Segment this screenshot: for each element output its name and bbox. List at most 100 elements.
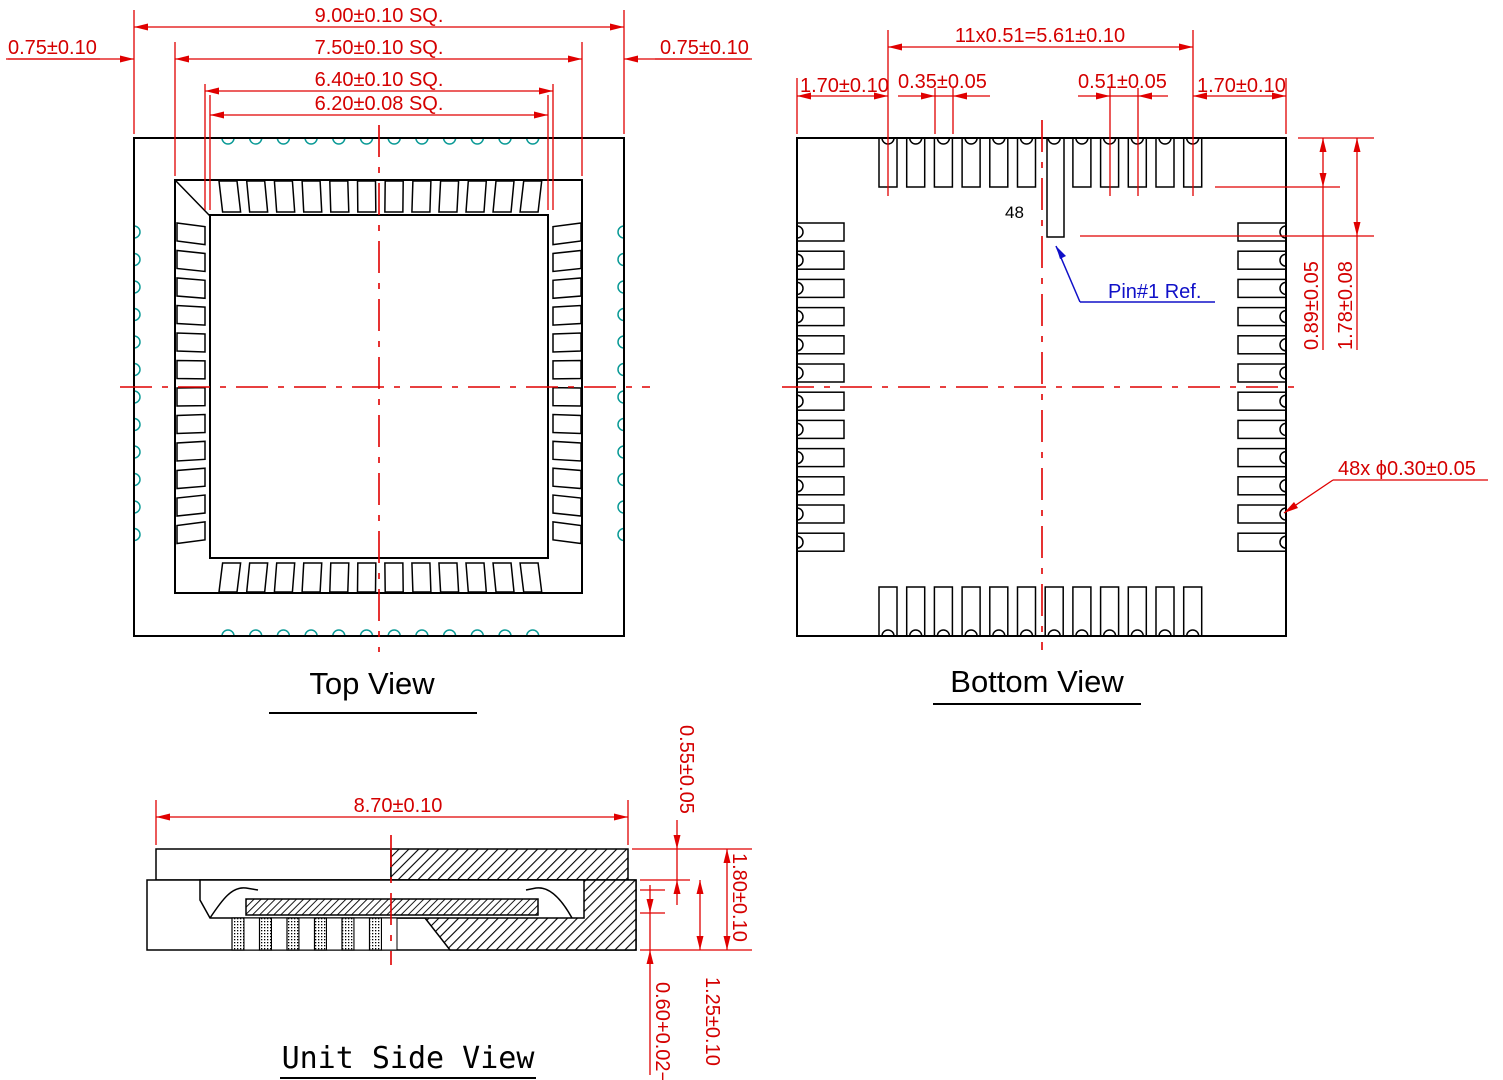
side-view-cavity-fillet-right — [525, 887, 573, 919]
bottom-hole-top — [1075, 137, 1089, 145]
bottom-hole-bottom — [1185, 629, 1200, 637]
top-lead-right — [552, 304, 582, 326]
bottom-hole-bottom — [992, 629, 1006, 637]
top-castellation-bottom — [470, 629, 485, 637]
top-castellation-right — [617, 500, 625, 514]
top-lead-right — [552, 467, 582, 490]
bottom-pad-left — [796, 447, 845, 468]
side-pin-gap — [271, 917, 288, 951]
top-view-title: Top View — [309, 666, 435, 701]
top-castellation-top — [470, 137, 485, 145]
bottom-view-title: Bottom View — [950, 664, 1124, 699]
pin1-ref-callout — [1055, 245, 1215, 303]
top-castellation-left — [133, 417, 141, 432]
bottom-pad-left — [796, 532, 845, 552]
top-castellation-right — [617, 307, 625, 322]
top-castellation-left — [133, 307, 141, 322]
top-lead-bottom — [465, 562, 488, 593]
top-castellation-bottom — [276, 629, 291, 637]
top-castellation-left — [133, 252, 141, 267]
top-castellation-left — [133, 527, 141, 542]
bottom-pad-right — [1237, 447, 1287, 468]
top-castellation-left — [133, 280, 141, 294]
bottom-pad-right — [1237, 532, 1287, 552]
top-lead-left — [176, 494, 206, 517]
top-lead-left — [176, 359, 206, 380]
top-castellation-bottom — [221, 629, 235, 637]
bottom-hole-right — [1279, 394, 1287, 408]
top-lead-top — [245, 180, 269, 213]
top-castellation-top — [359, 137, 374, 145]
side-pin-gap — [243, 917, 260, 951]
top-castellation-top — [525, 137, 540, 145]
bottom-hole-bottom — [1075, 629, 1089, 637]
top-castellation-bottom — [525, 629, 540, 637]
top-castellation-bottom — [248, 629, 263, 637]
pin1-ref-label: Pin#1 Ref. — [1108, 281, 1201, 303]
bottom-pad-bottom — [878, 586, 898, 637]
bottom-view-dim-pitch-total: 11x0.51=5.61±0.10 — [955, 25, 1125, 47]
top-lead-bottom — [356, 562, 377, 593]
side-view-dim-body-height: 1.25±0.10 — [701, 977, 723, 1066]
bottom-hole-right — [1279, 309, 1287, 324]
bottom-hole-top — [1158, 137, 1172, 145]
bottom-hole-right — [1279, 507, 1287, 521]
side-pin — [341, 917, 355, 951]
top-castellation-top — [498, 137, 512, 145]
top-castellation-top — [248, 137, 263, 145]
top-castellation-right — [617, 417, 625, 432]
bottom-pad-left — [796, 306, 845, 327]
top-lead-bottom — [301, 562, 323, 593]
bottom-hole-right — [1279, 366, 1287, 380]
bottom-hole-left — [796, 422, 804, 437]
top-castellation-bottom — [415, 629, 429, 637]
top-castellation-right — [617, 472, 625, 487]
side-pin — [258, 917, 273, 951]
bottom-hole-right — [1279, 338, 1287, 352]
side-pin-gap — [381, 917, 398, 951]
top-castellation-left — [133, 500, 141, 514]
bottom-pad-left — [796, 335, 845, 355]
bottom-pad-left — [796, 504, 845, 524]
bottom-hole-bottom — [964, 629, 978, 637]
top-castellation-top — [332, 137, 346, 145]
top-lead-top — [384, 180, 404, 213]
bottom-pad-right — [1237, 363, 1287, 383]
top-castellation-bottom — [387, 629, 401, 637]
bottom-pad-top — [1072, 137, 1092, 188]
bottom-pad-top — [905, 137, 926, 188]
top-castellation-left — [133, 362, 141, 377]
top-lead-top — [465, 180, 488, 213]
bottom-hole-right — [1279, 422, 1287, 437]
bottom-pad-top — [1155, 137, 1175, 188]
bottom-pad-top — [1127, 137, 1148, 188]
top-lead-left — [176, 222, 206, 246]
top-lead-left — [176, 413, 206, 435]
top-castellation-top — [304, 137, 318, 145]
bottom-hole-bottom — [1102, 629, 1117, 637]
top-castellation-right — [617, 280, 625, 294]
bottom-hole-bottom — [1130, 629, 1145, 637]
bottom-hole-bottom — [1158, 629, 1172, 637]
side-pin — [313, 917, 328, 951]
top-view-dim-cavity: 6.40±0.10 SQ. — [315, 69, 444, 91]
bottom-view-extension-lines — [796, 30, 1374, 237]
bottom-hole-bottom — [881, 629, 895, 637]
bottom-pad-right — [1237, 250, 1287, 270]
bottom-pad-bottom — [1099, 586, 1120, 637]
top-lead-right — [552, 332, 582, 353]
side-view-lid-left — [155, 848, 392, 881]
top-lead-left — [176, 249, 206, 273]
top-castellation-right — [617, 252, 625, 267]
top-lead-bottom — [492, 562, 515, 593]
bottom-hole-left — [796, 253, 804, 267]
bottom-pad-bottom — [1127, 586, 1148, 637]
bottom-view-dim-pin1-length: 1.78±0.08 — [1335, 261, 1357, 350]
bottom-hole-right — [1279, 225, 1287, 239]
bottom-pad-right — [1237, 306, 1287, 327]
bottom-hole-right — [1279, 450, 1287, 465]
top-lead-bottom — [384, 562, 404, 593]
side-view-extension-lines — [155, 800, 752, 951]
bottom-hole-right — [1279, 479, 1287, 493]
